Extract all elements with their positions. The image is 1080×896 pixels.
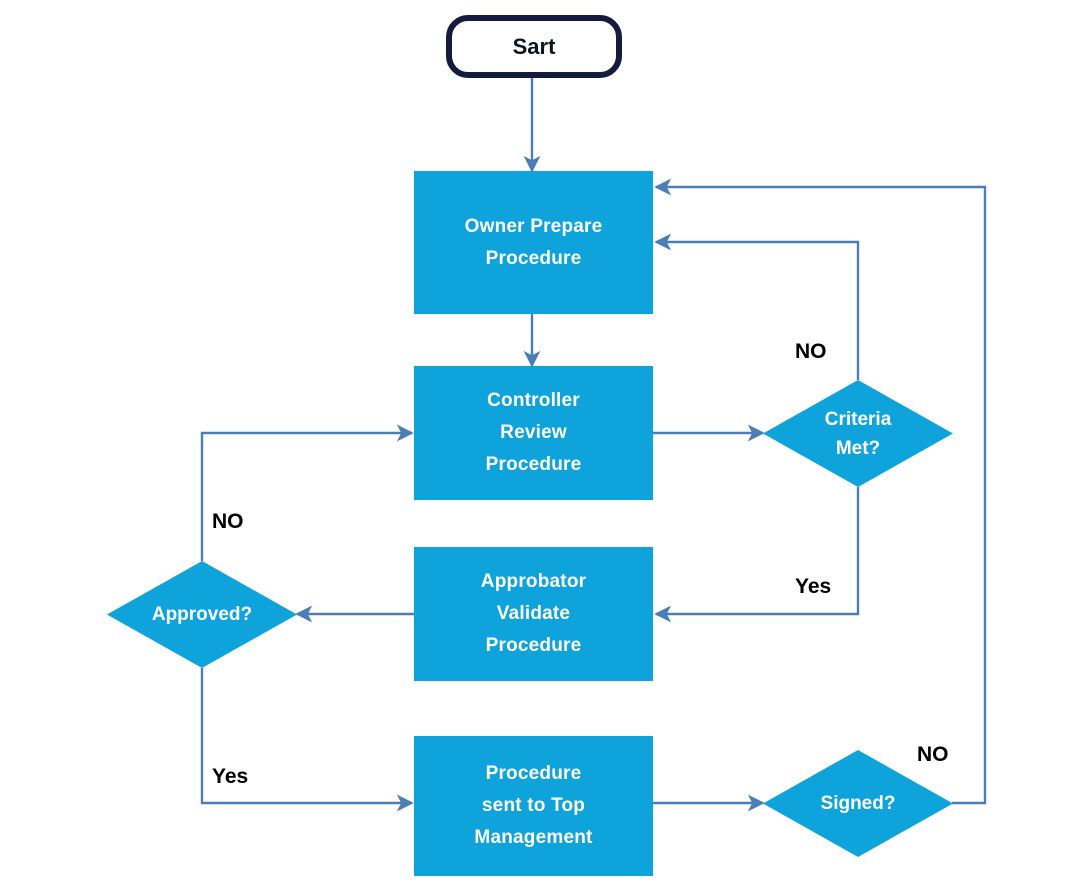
node-owner-prepare-procedure[interactable]: Owner Prepare Procedure <box>414 171 653 314</box>
edge-approved-no-to-controller <box>200 424 414 561</box>
edge-criteria-no-to-owner <box>654 233 860 380</box>
node-controller-review-procedure[interactable]: Controller Review Procedure <box>414 366 653 500</box>
node-approved-label: Approved? <box>151 604 253 625</box>
node-owner-prepare-procedure-label: Owner Prepare Procedure <box>464 215 603 269</box>
edge-approved-yes-to-topmgmt <box>200 668 414 812</box>
edge-signed-no-to-owner <box>654 178 987 805</box>
node-criteria-met-decision[interactable]: Criteria Met? <box>763 380 953 487</box>
node-start[interactable]: Sart <box>446 15 622 78</box>
edge-label-signed-no: NO <box>917 743 949 766</box>
node-signed-label: Signed? <box>820 793 896 814</box>
edge-label-approved-yes: Yes <box>212 765 249 788</box>
node-approbator-validate-procedure[interactable]: Approbator Validate Procedure <box>414 547 653 681</box>
edge-label-criteria-yes: Yes <box>795 575 832 598</box>
edge-criteria-yes-to-approbator <box>654 487 860 623</box>
node-approved-decision[interactable]: Approved? <box>107 561 297 668</box>
node-criteria-met-label: Criteria Met? <box>824 408 892 459</box>
edge-label-approved-no: NO <box>212 510 244 533</box>
node-controller-review-procedure-label: Controller Review Procedure <box>485 390 582 475</box>
node-signed-decision[interactable]: Signed? <box>763 750 953 857</box>
node-procedure-sent-to-top-management[interactable]: Procedure sent to Top Management <box>414 736 653 876</box>
edge-label-criteria-no: NO <box>795 340 827 363</box>
node-start-label: Sart <box>512 33 556 59</box>
node-approbator-validate-procedure-label: Approbator Validate Procedure <box>480 571 587 656</box>
node-procedure-sent-to-top-management-label: Procedure sent to Top Management <box>474 763 593 848</box>
